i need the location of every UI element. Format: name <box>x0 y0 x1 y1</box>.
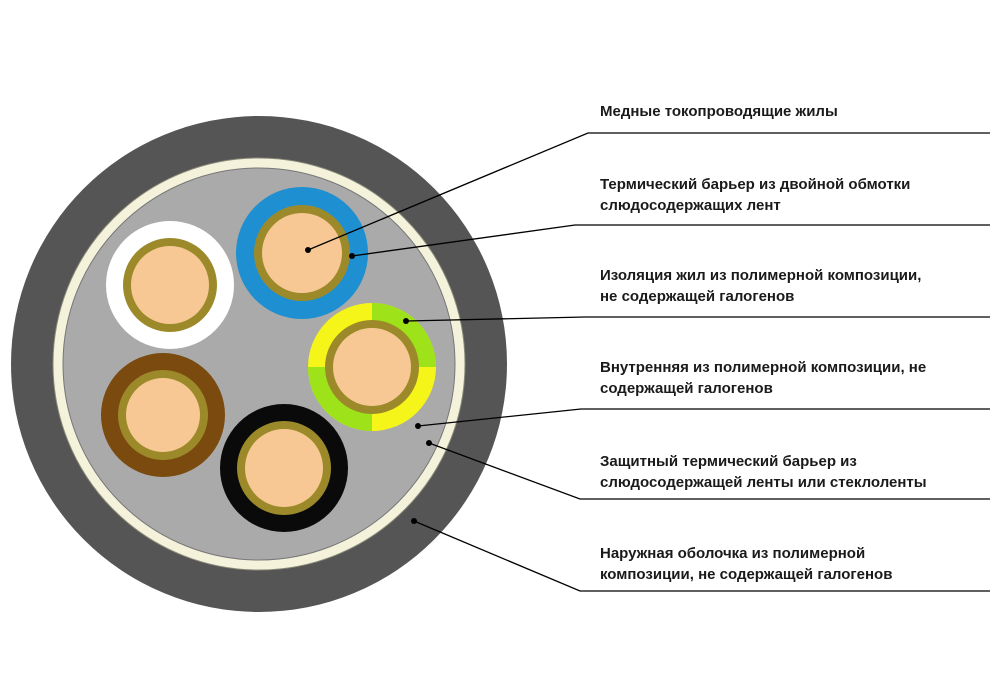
pointer-dot-inner-filler <box>415 423 421 429</box>
label-thermal-barrier-mica-tapes: Термический барьер из двойной обмотки сл… <box>600 176 911 214</box>
pointer-dot-thermal-barrier <box>426 440 432 446</box>
leader-line-thermal-barrier <box>428 442 990 500</box>
core-blue <box>236 187 368 319</box>
leader-line-copper <box>307 132 990 251</box>
copper-conductor <box>126 378 200 452</box>
label-outer-sheath: Наружная оболочка из полимерной композиц… <box>600 545 893 583</box>
leader-line-outer-sheath <box>413 520 990 592</box>
copper-conductor <box>245 429 323 507</box>
pointer-dots <box>305 247 432 524</box>
pointer-dot-copper <box>305 247 311 253</box>
leader-line-mica-barrier <box>351 224 990 257</box>
core-white <box>106 221 234 349</box>
pointer-dot-mica-barrier <box>349 253 355 259</box>
pointer-dot-outer-sheath <box>411 518 417 524</box>
leader-line-core-insulation <box>405 316 990 322</box>
copper-conductor <box>333 328 411 406</box>
leader-lines <box>307 132 990 592</box>
label-copper-conductors: Медные токопроводящие жилы <box>600 103 838 120</box>
label-protective-thermal-barrier: Защитный термический барьер из слюдосоде… <box>600 453 927 491</box>
copper-conductor <box>262 213 342 293</box>
label-inner-sheath: Внутренняя из полимерной композиции, не … <box>600 359 927 397</box>
core-brown <box>101 353 225 477</box>
core-green-yellow <box>308 303 436 431</box>
label-core-insulation: Изоляция жил из полимерной композиции, н… <box>600 267 922 305</box>
copper-conductor <box>131 246 209 324</box>
leader-line-inner-filler <box>417 408 990 427</box>
core-black <box>220 404 348 532</box>
pointer-dot-core-insulation <box>403 318 409 324</box>
